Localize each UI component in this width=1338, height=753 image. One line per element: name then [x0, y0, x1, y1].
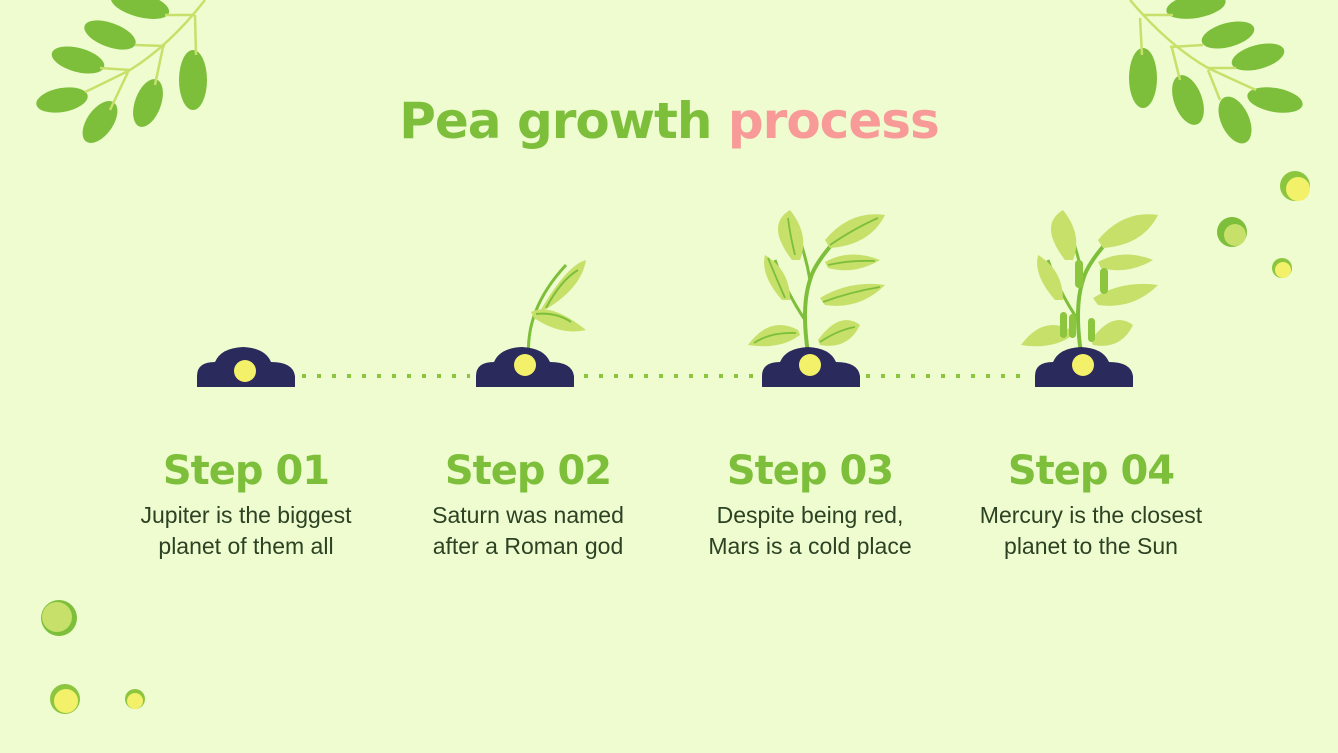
pea-dot-icon — [41, 600, 77, 636]
step-1-line-1: Jupiter is the biggest — [140, 502, 352, 528]
step-2-line-2: after a Roman god — [432, 533, 624, 559]
step-1: Step 01 Jupiter is the biggest planet of … — [106, 448, 386, 562]
step-2-label: Step 02 — [444, 448, 612, 494]
step-3-label: Step 03 — [726, 448, 894, 494]
step-4-label: Step 04 — [1007, 448, 1175, 494]
sprout-stage-icon — [476, 260, 586, 387]
pea-dot-icon — [1280, 171, 1310, 201]
step-3-line-2: Mars is a cold place — [708, 533, 912, 559]
pea-plant-stage-icon — [1021, 210, 1158, 387]
leaf-branch-top-right-icon — [1129, 0, 1303, 144]
step-2-line-1: Saturn was named — [432, 502, 624, 528]
step-4: Step 04 Mercury is the closest planet to … — [951, 448, 1231, 562]
step-3-description: Despite being red, Mars is a cold place — [670, 500, 950, 562]
step-2-description: Saturn was named after a Roman god — [388, 500, 668, 562]
step-1-label: Step 01 — [162, 448, 330, 494]
plant-stage-icon — [748, 210, 885, 387]
step-2: Step 02 Saturn was named after a Roman go… — [388, 448, 668, 562]
seed-stage-icon — [197, 347, 295, 387]
step-3-line-1: Despite being red, — [716, 502, 904, 528]
pea-dot-icon — [1217, 217, 1247, 247]
pea-dot-icon — [50, 684, 80, 714]
pea-dot-icon — [125, 689, 145, 709]
page-title: Pea growth process — [0, 92, 1338, 150]
step-4-line-2: planet to the Sun — [1004, 533, 1178, 559]
title-part-pink: process — [727, 92, 940, 150]
timeline-dotted-line — [302, 374, 1030, 378]
step-1-line-2: planet of them all — [158, 533, 334, 559]
step-4-description: Mercury is the closest planet to the Sun — [951, 500, 1231, 562]
pea-dot-icon — [1272, 258, 1292, 278]
leaf-branch-top-left-icon — [36, 0, 207, 144]
step-4-line-1: Mercury is the closest — [979, 502, 1203, 528]
title-part-green: Pea growth — [399, 92, 712, 150]
step-1-description: Jupiter is the biggest planet of them all — [106, 500, 386, 562]
step-3: Step 03 Despite being red, Mars is a cold… — [670, 448, 950, 562]
